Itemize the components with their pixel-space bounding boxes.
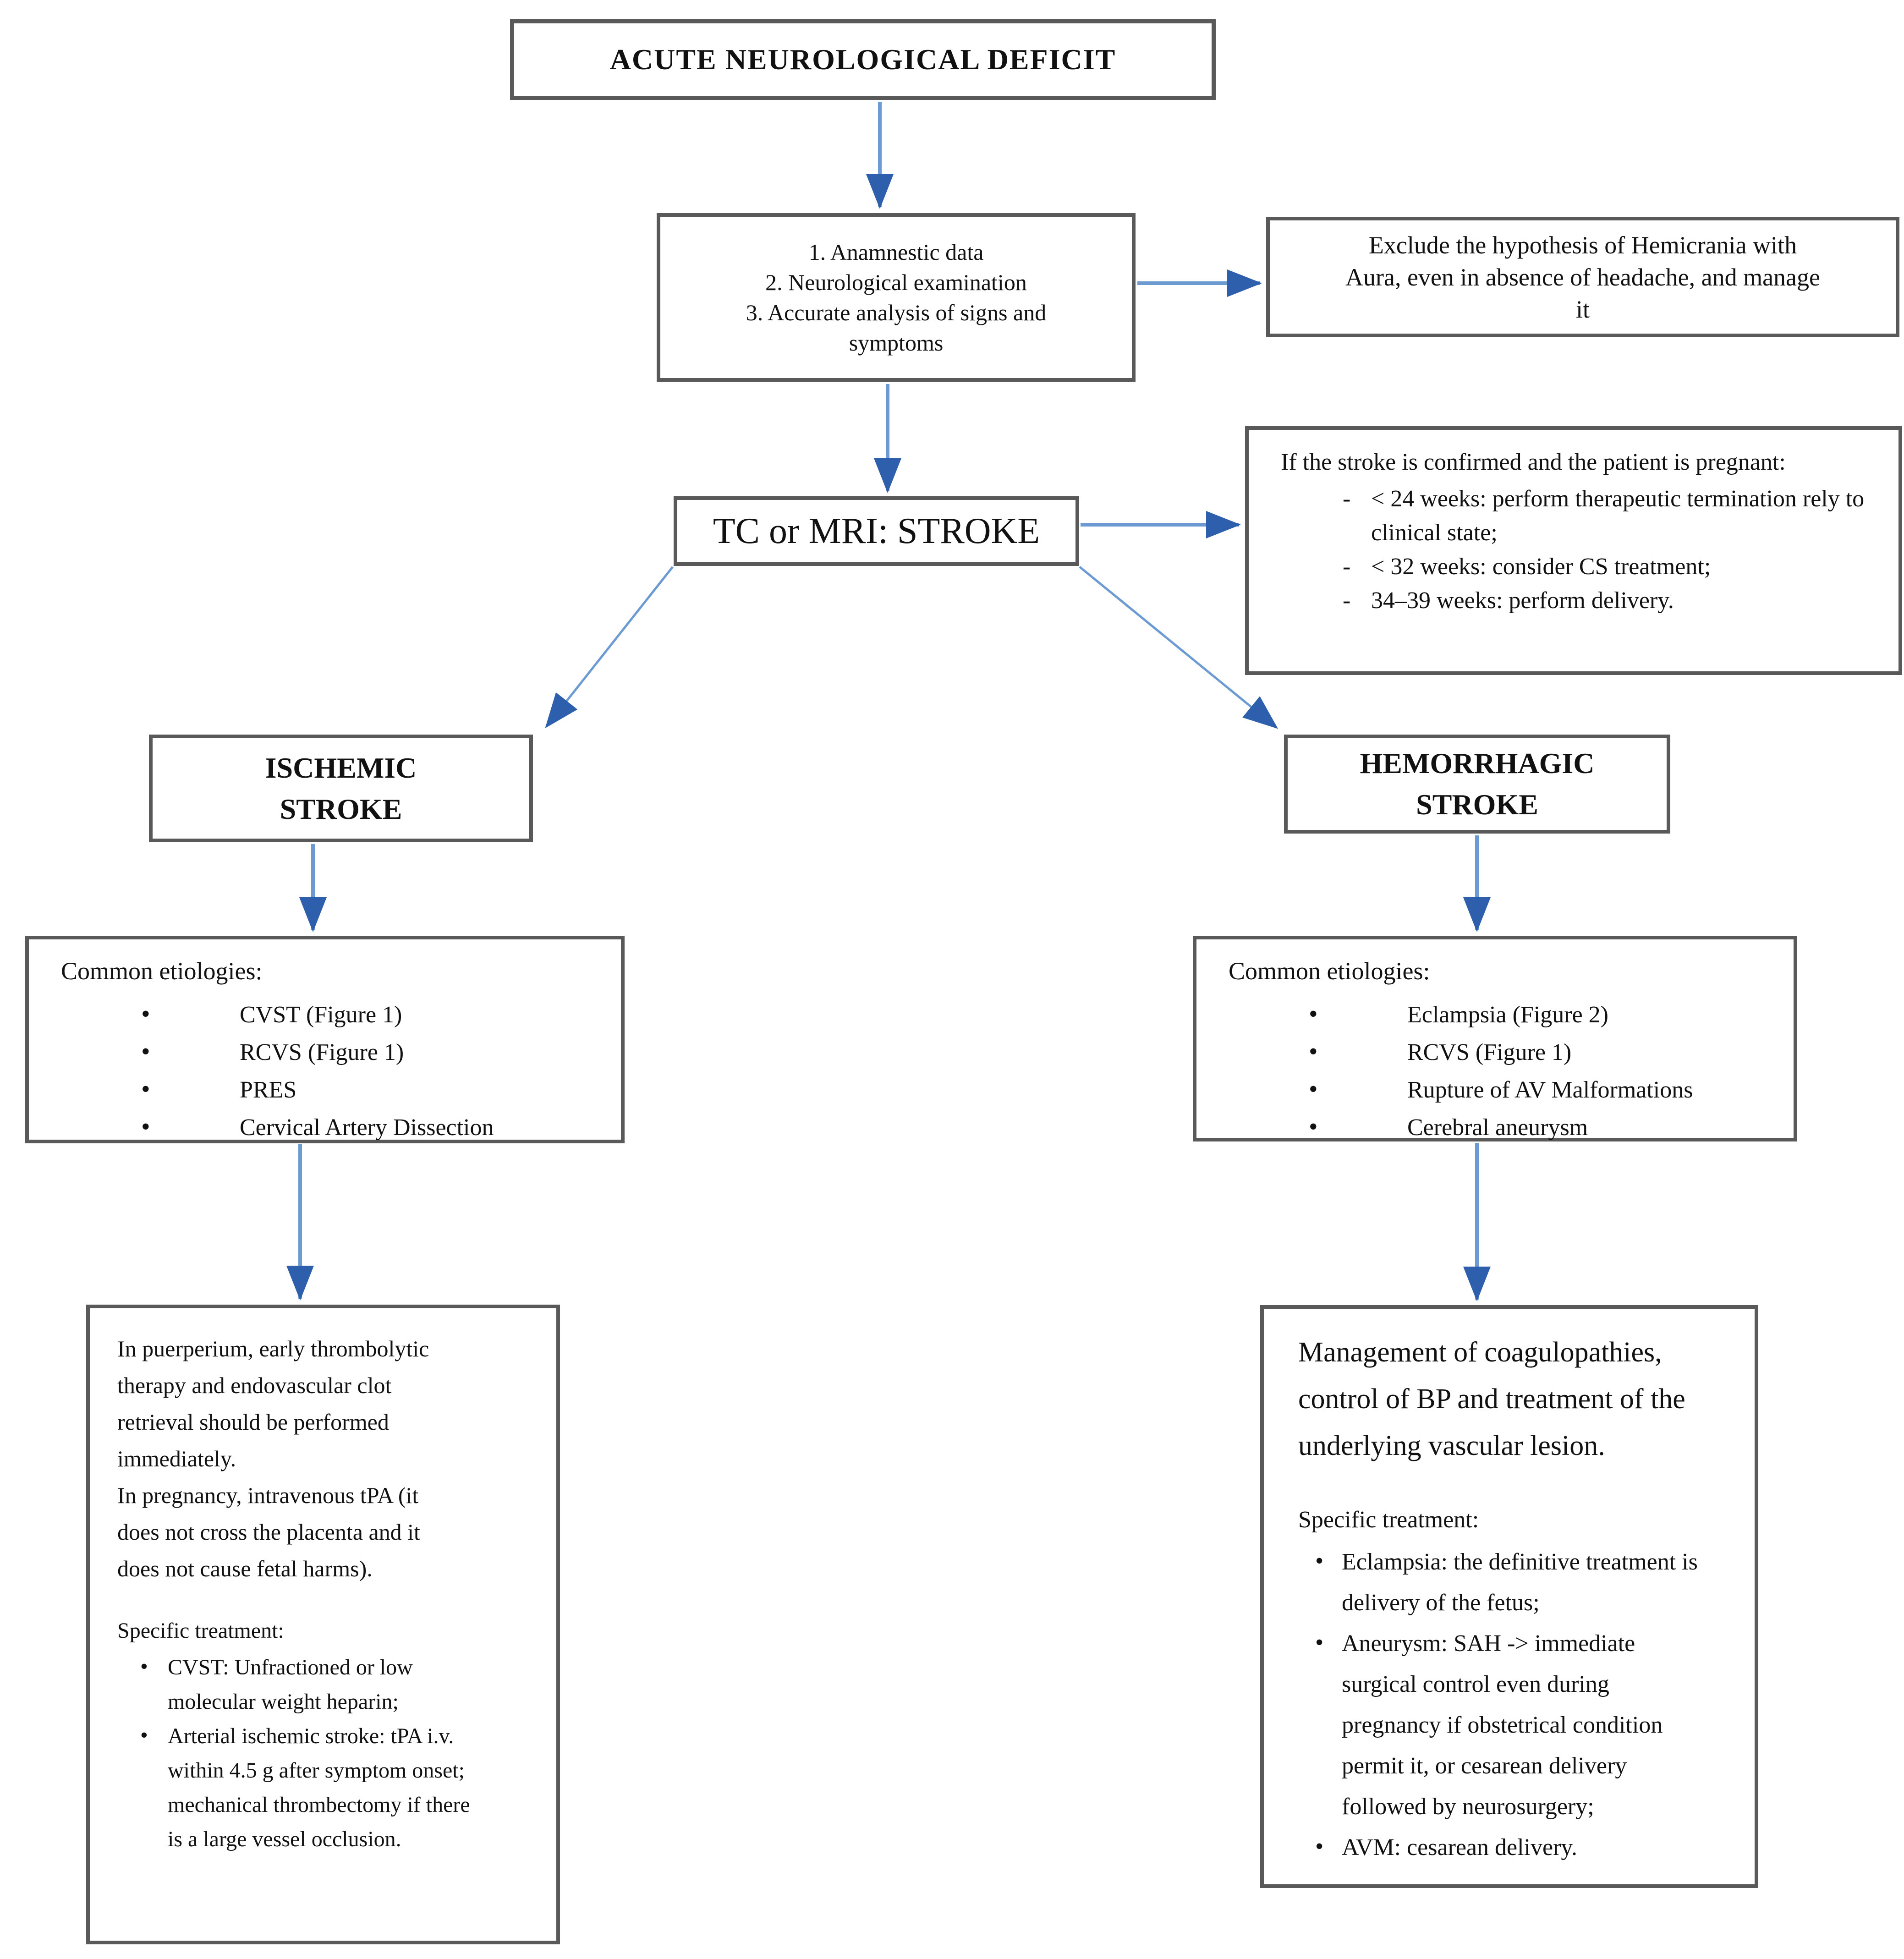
box-exclude-hemicrania: Exclude the hypothesis of Hemicrania wit… <box>1266 217 1899 337</box>
list-item: CVST: Unfractioned or low molecular weig… <box>140 1649 484 1719</box>
assessment-step: 2. Neurological examination <box>765 269 1027 295</box>
pregnancy-intro: If the stroke is confirmed and the patie… <box>1281 449 1786 475</box>
list-item: PRES <box>141 1070 607 1109</box>
list-item: Rupture of AV Malformations <box>1309 1070 1780 1109</box>
specific-treatment-heading: Specific treatment: <box>1298 1507 1479 1533</box>
box-treatment-ischemic: In puerperium, early thrombolytic therap… <box>86 1305 560 1944</box>
box-pregnancy-management: If the stroke is confirmed and the patie… <box>1245 426 1902 675</box>
arrow-imaging-to-hemorrhagic <box>1079 566 1278 729</box>
arrow-imaging-to-ischemic <box>545 566 674 729</box>
specific-treatment-heading: Specific treatment: <box>117 1619 284 1643</box>
list-item: 34–39 weeks: perform delivery. <box>1343 584 1871 618</box>
list-item: < 24 weeks: perform therapeutic terminat… <box>1343 482 1871 550</box>
list-item: Aneurysm: SAH -> immediate surgical cont… <box>1315 1622 1708 1827</box>
treatment-paragraph: In puerperium, early thrombolytic therap… <box>117 1336 429 1471</box>
list-item: Cervical Artery Dissection <box>141 1108 607 1147</box>
box-ischemic-stroke: ISCHEMIC STROKE <box>149 735 533 842</box>
treatment-list: Eclampsia: the definitive treatment is d… <box>1298 1541 1708 1868</box>
list-item: AVM: cesarean delivery. <box>1315 1826 1708 1868</box>
box-hemorrhagic-stroke: HEMORRHAGIC STROKE <box>1284 735 1670 834</box>
list-item: CVST (Figure 1) <box>141 995 607 1034</box>
list-item: RCVS (Figure 1) <box>141 1033 607 1071</box>
etiologies-list: CVST (Figure 1) RCVS (Figure 1) PRES Cer… <box>61 995 607 1147</box>
box-treatment-hemorrhagic: Management of coagulopathies, control of… <box>1260 1305 1758 1888</box>
treatment-paragraph: In pregnancy, intravenous tPA (it does n… <box>117 1482 420 1581</box>
box-acute-neurological-deficit: ACUTE NEUROLOGICAL DEFICIT <box>510 19 1216 100</box>
assessment-step: 3. Accurate analysis of signs and sympto… <box>746 300 1047 356</box>
list-item: Eclampsia (Figure 2) <box>1309 995 1780 1034</box>
hemorrhagic-label-line: STROKE <box>1416 788 1538 821</box>
hemorrhagic-label-line: HEMORRHAGIC <box>1360 747 1595 779</box>
title-label: ACUTE NEUROLOGICAL DEFICIT <box>609 43 1116 76</box>
treatment-paragraph: Management of coagulopathies, control of… <box>1298 1337 1685 1461</box>
box-tc-or-mri-stroke: TC or MRI: STROKE <box>674 496 1079 566</box>
hemicrania-text: Exclude the hypothesis of Hemicrania wit… <box>1345 231 1820 323</box>
list-item: < 32 weeks: consider CS treatment; <box>1343 550 1871 584</box>
list-item: Eclampsia: the definitive treatment is d… <box>1315 1541 1708 1623</box>
imaging-label: TC or MRI: STROKE <box>713 510 1040 551</box>
list-item: Arterial ischemic stroke: tPA i.v. withi… <box>140 1718 484 1856</box>
etiologies-heading: Common etiologies: <box>1229 957 1430 985</box>
list-item: Cerebral aneurysm <box>1309 1108 1780 1147</box>
treatment-list: CVST: Unfractioned or low molecular weig… <box>117 1649 484 1856</box>
box-etiologies-ischemic: Common etiologies: CVST (Figure 1) RCVS … <box>25 936 625 1146</box>
pregnancy-list: < 24 weeks: perform therapeutic terminat… <box>1281 482 1871 618</box>
ischemic-label-line: ISCHEMIC <box>265 751 417 784</box>
ischemic-label-line: STROKE <box>280 792 402 825</box>
etiologies-list: Eclampsia (Figure 2) RCVS (Figure 1) Rup… <box>1229 995 1780 1147</box>
etiologies-heading: Common etiologies: <box>61 957 263 985</box>
box-assessment-steps: 1. Anamnestic data 2. Neurological exami… <box>657 213 1136 382</box>
assessment-step: 1. Anamnestic data <box>808 239 984 265</box>
box-etiologies-hemorrhagic: Common etiologies: Eclampsia (Figure 2) … <box>1193 936 1797 1146</box>
list-item: RCVS (Figure 1) <box>1309 1033 1780 1071</box>
